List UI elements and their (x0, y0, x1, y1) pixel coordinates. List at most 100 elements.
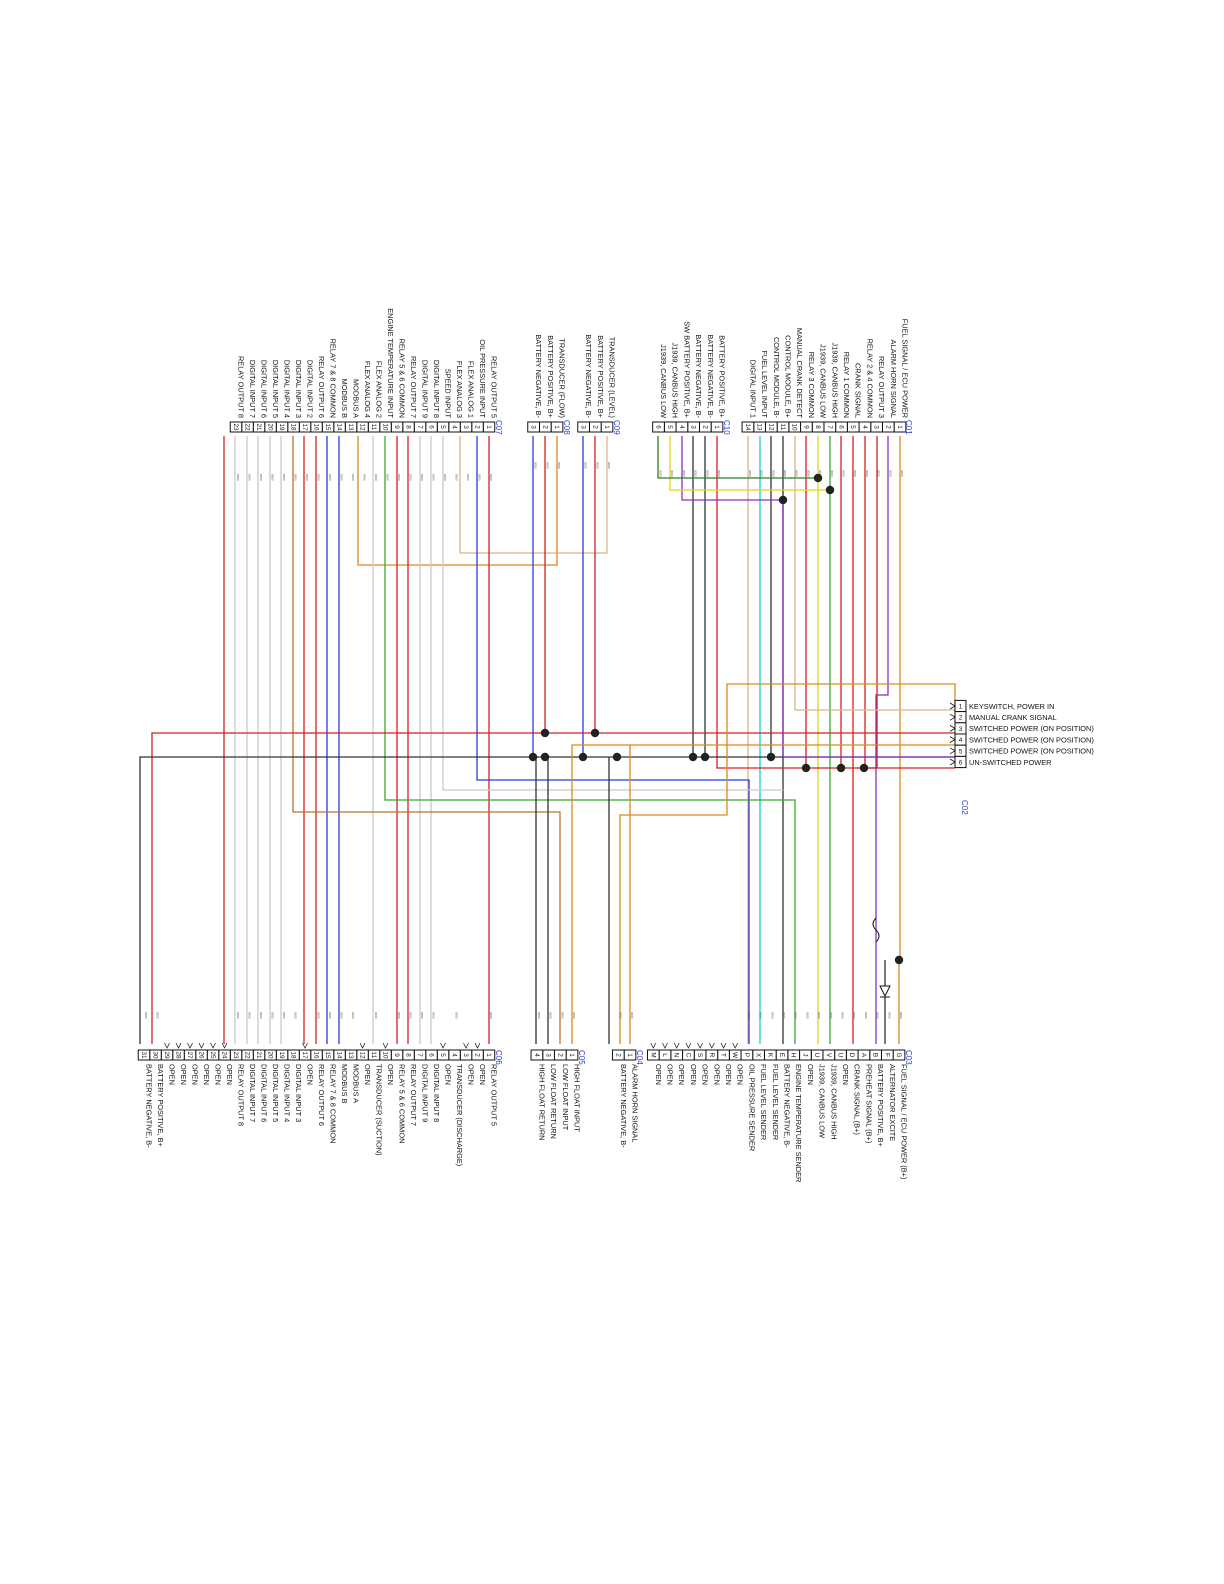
wire-c01-10 (794, 436, 955, 711)
wire-tag: 0000 (248, 1012, 252, 1019)
wire-tag: 0000 (748, 470, 752, 477)
wire-tag: 0000 (259, 474, 263, 481)
connector-id: C09 (612, 420, 621, 435)
pin-label: OPEN (701, 1064, 710, 1085)
pin-label: FUEL LEVEL SENDER (759, 1064, 768, 1140)
pin-arrow (949, 702, 956, 710)
open-pin-mark (720, 1042, 727, 1049)
pin-label: RELAY OUTPUT 5 (490, 1064, 499, 1126)
pin-label: BATTERY POSITIVE, B+ (718, 335, 727, 418)
pin-label: DIGITAL INPUT 5 (271, 1064, 280, 1122)
wire-tag: 0000 (705, 470, 709, 477)
pin-label: RELAY OUTPUT 8 (237, 1064, 246, 1126)
wire-tag: 0000 (887, 1012, 891, 1019)
pin-arrow (949, 758, 956, 766)
pin-label: LOW FLOAT INPUT (561, 1064, 570, 1131)
pin-label: DIGITAL INPUT 7 (248, 1064, 257, 1122)
pin-number: S (696, 1053, 703, 1057)
pin-number: 5 (959, 748, 963, 755)
open-pin-mark (359, 1042, 366, 1049)
pin-label: FLEX ANALOG 2 (375, 361, 384, 418)
pin-number: 11 (370, 1052, 377, 1059)
wire-tag: 0000 (717, 470, 721, 477)
components-layer (872, 917, 891, 998)
pin-label: RELAY 7 & 8 COMMON (329, 1064, 338, 1143)
pin-box (652, 421, 665, 433)
connector-id: C08 (562, 420, 571, 435)
pin-number: 14 (744, 423, 751, 431)
pin-label: HIGH FLOAT INPUT (573, 1064, 582, 1132)
pin-label: DIGITAL INPUT 8 (432, 360, 441, 418)
open-pin-mark (732, 1042, 739, 1049)
wire-tag: 0000 (420, 1012, 424, 1019)
pin-label: RELAY 5 & 6 COMMON (398, 339, 407, 418)
pin-label: DIGITAL INPUT 8 (432, 1064, 441, 1122)
pin-label: SWITCHED POWER (ON POSITION) (969, 724, 1094, 733)
junction-dot (859, 763, 869, 773)
pin-number: 28 (175, 1051, 182, 1059)
wire-tag: 0000 (682, 470, 686, 477)
pin-box (527, 421, 540, 433)
pin-label: RELAY OUTPUT 6 (317, 1064, 326, 1126)
pin-label: SWITCHED POWER (ON POSITION) (969, 735, 1094, 744)
wire-c10-6 (657, 436, 818, 479)
pin-number: 3 (959, 726, 963, 733)
pin-number: 5 (439, 425, 446, 429)
pin-number: 6 (428, 1053, 435, 1057)
wire-c10-5 (669, 436, 830, 491)
pin-number: 15 (324, 1051, 331, 1059)
pin-number: W (731, 1052, 738, 1059)
pin-label: OIL PRESSURE INPUT (478, 339, 487, 418)
junction-dot (801, 763, 811, 773)
pin-label: J1939, CANBUS LOW (819, 344, 828, 418)
pin-number: 22 (244, 423, 251, 431)
pin-label: RELAY 7 & 8 COMMON (329, 339, 338, 418)
pin-number: U (813, 1053, 820, 1058)
junction-dot (700, 752, 710, 762)
pin-label: MODBUS A (352, 1064, 361, 1103)
wire-tag: 0000 (432, 474, 436, 481)
pin-number: C (684, 1053, 691, 1058)
pin-number: 4 (861, 425, 868, 429)
junction-dot (894, 955, 904, 965)
pin-label: BATTERY NEGATIVE, B- (694, 334, 703, 418)
wire-tag: 0000 (489, 474, 493, 481)
pin-label: OPEN (478, 1064, 487, 1085)
pin-label: BATTERY POSITIVE, B+ (156, 1064, 165, 1147)
junction-dot (778, 495, 788, 505)
wire-tag: 0000 (670, 470, 674, 477)
wire-tag: 0000 (607, 462, 611, 469)
pin-label: J1939, CANBUS LOW (659, 344, 668, 418)
wire-c07-17 (292, 436, 561, 1044)
wire-tag: 0000 (842, 470, 846, 477)
open-pin-mark (474, 1042, 481, 1049)
pin-label: CONTROL MODULE, B- (772, 337, 781, 419)
pin-label: J1939, CANBUS HIGH (829, 1064, 838, 1140)
pin-label: OPEN (225, 1064, 234, 1085)
wire-tag: 0000 (557, 462, 561, 469)
pin-number: 7 (416, 425, 423, 429)
pin-number: 3 (873, 425, 880, 429)
pin-number: V (825, 1053, 832, 1058)
pin-label: TRANSDUCER (SUCTION) (375, 1064, 384, 1156)
pin-number: 9 (802, 425, 809, 429)
pin-label: OPEN (724, 1064, 733, 1085)
pin-number: 19 (278, 1051, 285, 1059)
pin-number: 21 (255, 423, 262, 431)
wire-tag: 0000 (545, 462, 549, 469)
pin-number: 2 (959, 715, 963, 722)
pin-arrow (949, 713, 956, 721)
pin-number: 8 (405, 425, 412, 429)
wire-tag: 0000 (818, 470, 822, 477)
pin-number: H (790, 1053, 797, 1058)
pin-number: 18 (290, 1051, 297, 1059)
fuse-symbol (872, 917, 880, 943)
pin-number: X (755, 1053, 762, 1058)
pin-label: OPEN (654, 1064, 663, 1085)
pin-number: 13 (756, 423, 763, 431)
junctions-layer (528, 473, 904, 965)
wire-tag: 0000 (409, 474, 413, 481)
wire-tag: 0000 (782, 1012, 786, 1019)
wire-tag: 0000 (489, 1012, 493, 1019)
